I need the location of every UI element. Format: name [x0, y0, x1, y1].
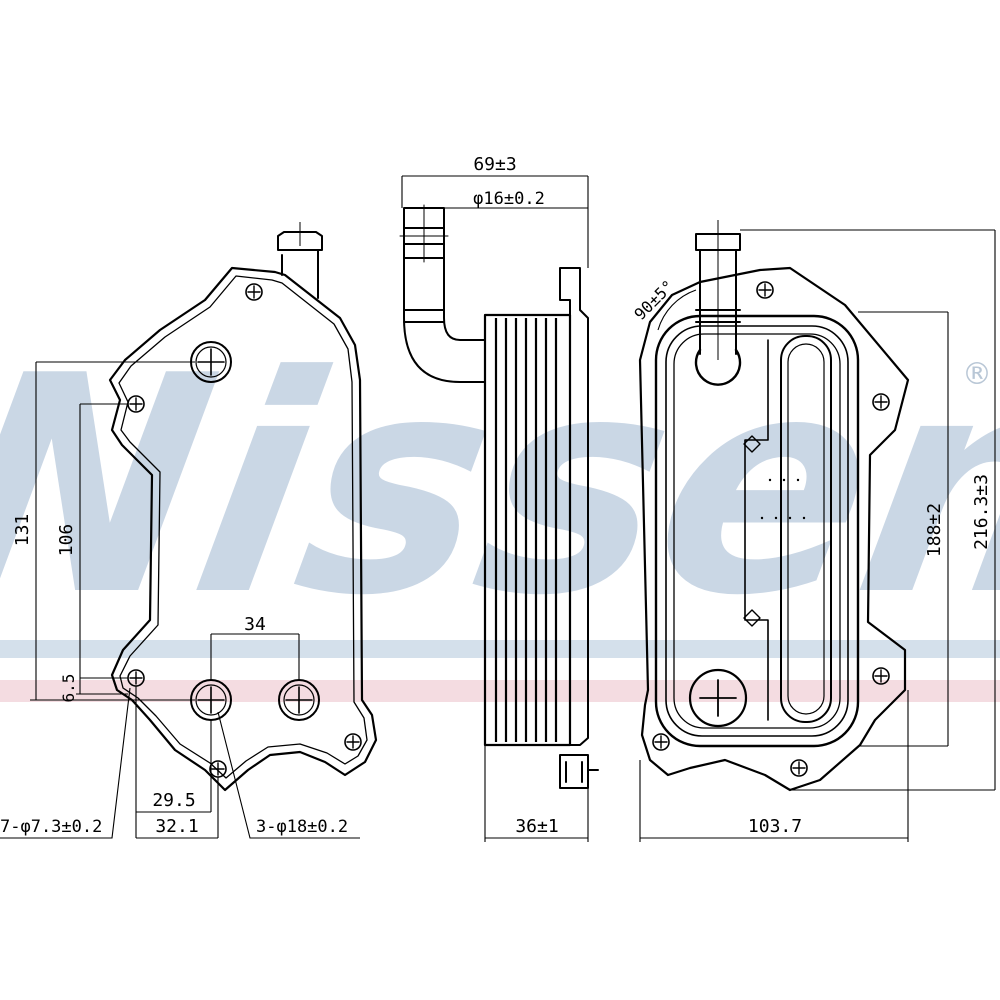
- front-small-hole: [209, 760, 227, 778]
- dim-69: 69±3: [473, 154, 516, 175]
- rear-markers: [743, 435, 761, 627]
- rear-large-port: [688, 668, 748, 728]
- side-dimension-lines: [401, 175, 589, 842]
- dim-small-holes: 7-φ7.3±0.2: [0, 817, 102, 837]
- side-view: 69±3 φ16±0.2 36±1: [399, 154, 599, 842]
- front-body-inner-contour: [118, 275, 368, 779]
- dim-103-7: 103.7: [748, 816, 802, 837]
- side-inlet-pipe: [403, 211, 486, 383]
- watermark-brand-logo: Nissens: [0, 312, 1000, 661]
- dim-29-5: 29.5: [152, 790, 195, 811]
- dim-188: 188±2: [924, 503, 945, 557]
- dim-106: 106: [56, 524, 77, 557]
- front-small-hole: [344, 733, 362, 751]
- dim-34: 34: [244, 614, 266, 635]
- watermark-registered-mark: ®: [962, 357, 992, 392]
- side-bottom-bolt: [559, 754, 599, 789]
- rear-small-hole: [652, 733, 670, 751]
- watermark-band-pink: [0, 680, 1000, 702]
- rear-oval-slot-inner: [787, 343, 825, 715]
- rear-small-hole: [872, 667, 890, 685]
- side-flange: [559, 267, 589, 746]
- dim-216-3: 216.3±3: [971, 474, 992, 550]
- rear-center-rib: [744, 339, 769, 721]
- rear-view: 90±5° 188±2 216.3±3 103.7: [630, 220, 996, 842]
- rear-plate-outer: [654, 314, 860, 748]
- rear-small-hole: [872, 393, 890, 411]
- side-pipe-centerline: [399, 204, 449, 263]
- side-pipe-collar: [403, 309, 445, 323]
- dim-6-5: 6.5: [59, 674, 78, 703]
- rear-plate-mid: [665, 325, 849, 737]
- dim-131: 131: [12, 514, 33, 547]
- rear-plate-inner: [673, 333, 841, 729]
- front-dimension-lines: [0, 361, 360, 839]
- front-small-hole: [245, 283, 263, 301]
- front-view: 131 106 6.5 34 29.5 32.1 7-φ7.3±0.2 3-φ1…: [0, 222, 378, 839]
- rear-dimension-lines: [639, 229, 996, 842]
- rear-outlet-pipe: [695, 233, 741, 355]
- rear-dotted-marks: [760, 478, 806, 520]
- dim-32-1: 32.1: [155, 816, 198, 837]
- rear-pipe-port: [694, 348, 742, 386]
- rear-small-mounting-holes: [652, 281, 890, 777]
- rear-small-hole: [756, 281, 774, 299]
- dim-large-holes: 3-φ18±0.2: [256, 817, 348, 837]
- rear-oval-slot: [780, 335, 832, 723]
- side-plate-lines: [494, 318, 558, 742]
- rear-small-hole: [790, 759, 808, 777]
- dim-36: 36±1: [515, 816, 558, 837]
- front-small-hole: [127, 669, 145, 687]
- rear-body-outline: [638, 266, 910, 792]
- front-inlet-pipe: [277, 231, 323, 299]
- front-body-outline: [108, 266, 378, 792]
- watermark-band-blue: [0, 640, 1000, 658]
- watermark: Nissens ®: [0, 312, 1000, 702]
- front-small-hole: [127, 395, 145, 413]
- dim-phi16: φ16±0.2: [473, 189, 545, 209]
